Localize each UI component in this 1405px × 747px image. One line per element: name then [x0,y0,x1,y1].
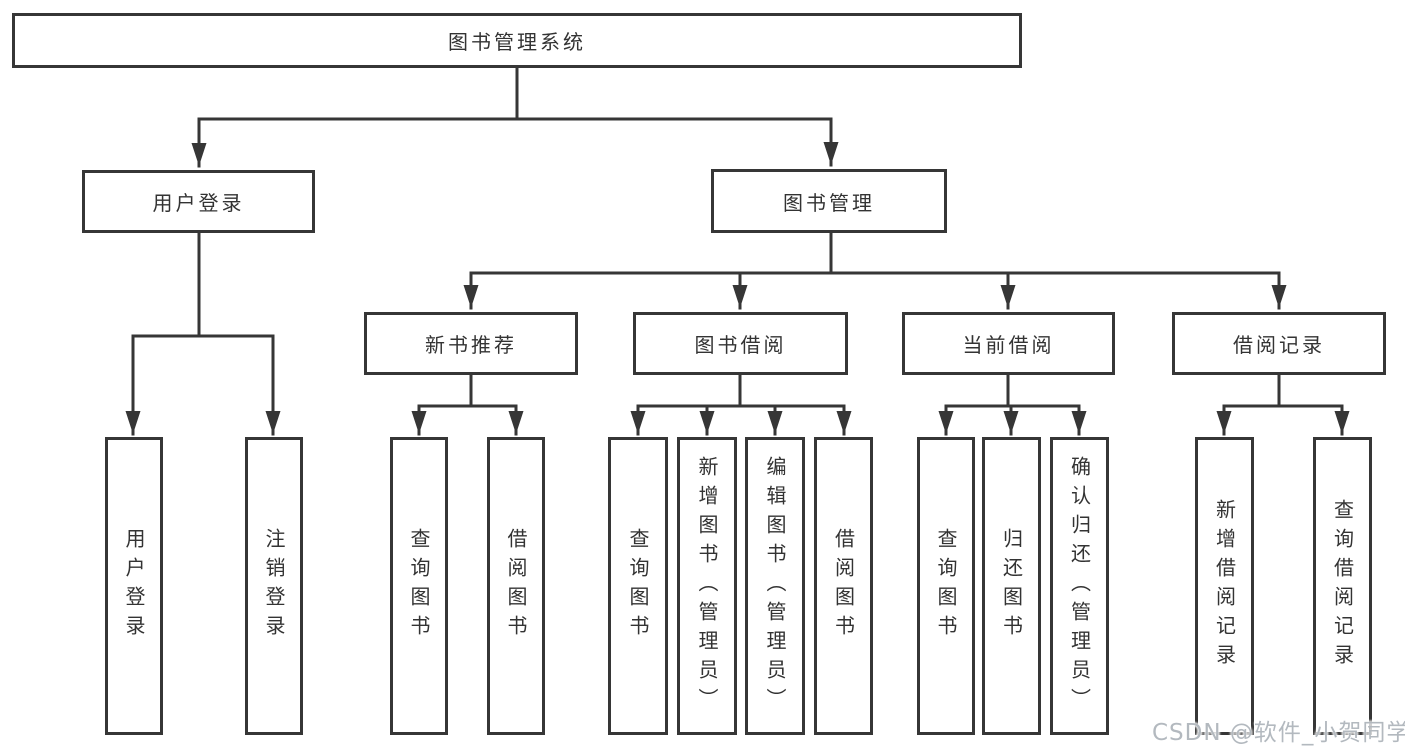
node-book-borrowing-label: 图书借阅 [694,333,787,357]
leaf-logout-label: 注销登录 [262,528,286,644]
csdn-watermark: CSDN @软件_小贺同学 [1152,720,1405,746]
leaf-borrow-books-label: 借阅图书 [831,528,856,644]
node-user-login: 用户登录 [82,170,315,233]
leaf-borrow-books-recommend: 借阅图书 [487,437,545,735]
node-user-login-label: 用户登录 [152,191,245,215]
node-borrowing-records: 借阅记录 [1172,312,1386,375]
leaf-borrow-books: 借阅图书 [814,437,873,735]
node-book-management: 图书管理 [711,169,947,233]
node-book-borrowing: 图书借阅 [633,312,848,375]
leaf-add-books-admin-label: 新增图书（管理员） [695,455,719,717]
leaf-query-borrow-record: 查询借阅记录 [1313,437,1372,735]
leaf-edit-books-admin: 编辑图书（管理员） [745,437,805,735]
leaf-add-borrow-record: 新增借阅记录 [1195,437,1254,735]
leaf-logout: 注销登录 [245,437,303,735]
leaf-query-books-current-label: 查询图书 [934,528,958,644]
node-borrowing-records-label: 借阅记录 [1233,333,1325,357]
leaf-return-books-label: 归还图书 [999,528,1024,644]
node-book-management-label: 图书管理 [783,190,875,215]
node-library-system-label: 图书管理系统 [448,30,586,54]
leaf-query-books-recommend: 查询图书 [390,437,448,735]
leaf-user-login: 用户登录 [105,437,163,735]
leaf-query-books-borrow: 查询图书 [608,437,668,735]
node-current-borrowing: 当前借阅 [902,312,1115,375]
leaf-user-login-label: 用户登录 [122,528,146,644]
leaf-add-borrow-record-label: 新增借阅记录 [1212,499,1237,673]
leaf-query-books-recommend-label: 查询图书 [407,528,431,644]
leaf-confirm-return-admin-label: 确认归还（管理员） [1067,455,1092,717]
node-current-borrowing-label: 当前借阅 [962,333,1055,357]
leaf-edit-books-admin-label: 编辑图书（管理员） [763,455,787,717]
leaf-confirm-return-admin: 确认归还（管理员） [1050,437,1109,735]
leaf-query-books-borrow-label: 查询图书 [626,528,650,644]
node-new-book-recommend-label: 新书推荐 [425,333,517,357]
leaf-query-borrow-record-label: 查询借阅记录 [1330,499,1355,673]
leaf-query-books-current: 查询图书 [917,437,975,735]
node-new-book-recommend: 新书推荐 [364,312,578,375]
node-library-system: 图书管理系统 [12,13,1022,68]
leaf-borrow-books-recommend-label: 借阅图书 [504,528,528,644]
leaf-return-books: 归还图书 [982,437,1041,735]
leaf-add-books-admin: 新增图书（管理员） [677,437,737,735]
